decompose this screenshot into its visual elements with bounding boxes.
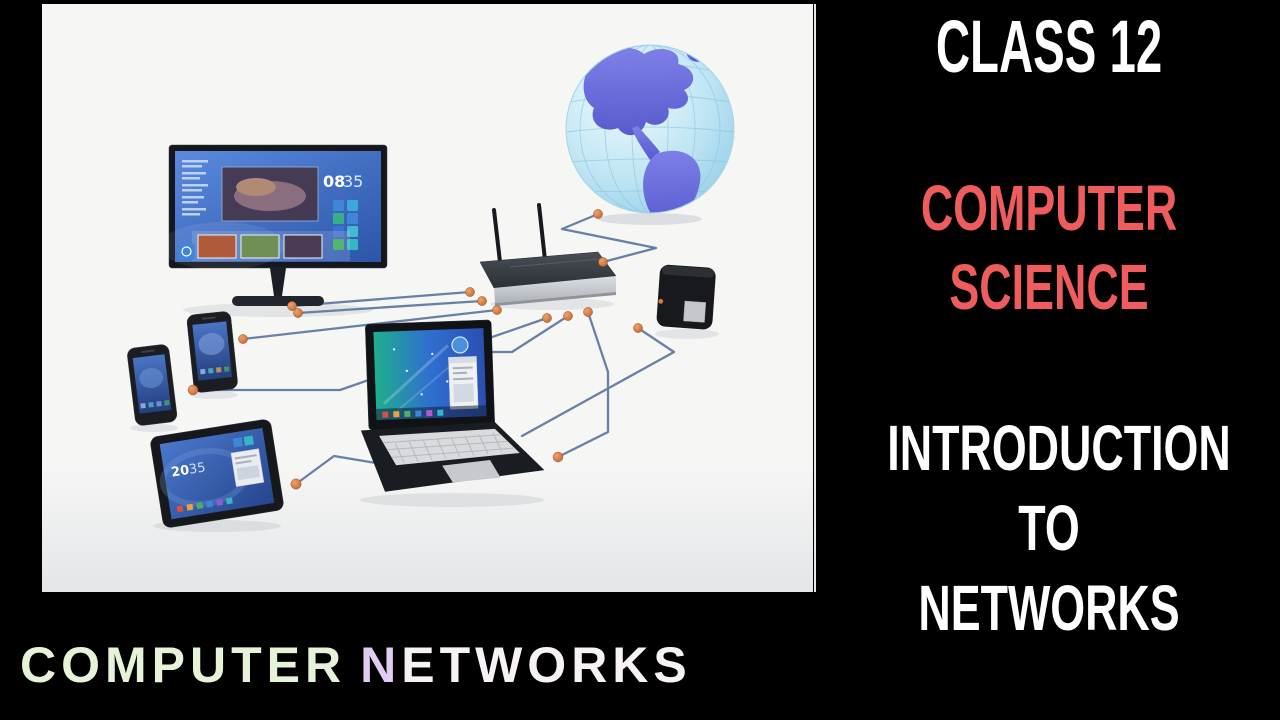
tv-clock-minutes: 35: [343, 172, 363, 191]
laptop-wallpaper-sparkles: [392, 348, 449, 396]
tablet-clock: 20 35: [170, 460, 206, 480]
tv-clock: 08 35: [323, 172, 363, 191]
tablet-window: [230, 448, 265, 487]
laptop-taskbar-icons: [382, 409, 444, 418]
subject-heading: COMPUTER SCIENCE: [818, 169, 1280, 327]
laptop-logo: [451, 336, 469, 354]
tablet-dock-icons: [176, 497, 233, 513]
tv-logo-badge: [178, 243, 195, 260]
globe-continents: [583, 45, 706, 213]
title-line-1: INTRODUCTION: [887, 412, 1231, 484]
tv-video-tile: [221, 166, 319, 222]
router-antenna: [537, 203, 547, 262]
class-heading-text: CLASS 12: [935, 5, 1163, 88]
tv-stand-neck: [270, 268, 286, 296]
external-drive: [656, 264, 716, 330]
title-line-2: TO: [1018, 492, 1080, 564]
smartphone: [186, 311, 238, 393]
title-line-3: NETWORKS: [918, 572, 1180, 644]
tv-thumbnail-strip: [178, 231, 350, 261]
tv-app-tiles: [333, 200, 358, 250]
laptop-touchpad: [442, 460, 501, 483]
channel-word-networks: NETWORKS: [360, 637, 692, 693]
router-antenna: [492, 208, 502, 264]
tablet-clock-hours: 20: [170, 463, 190, 481]
network-illustration: 08 35: [42, 4, 813, 592]
class-heading: CLASS 12: [818, 10, 1280, 84]
cable-connectors: [187, 209, 643, 490]
smart-tv: 08 35: [160, 144, 388, 306]
tv-menu-text: [182, 160, 208, 216]
subject-line-1: COMPUTER: [920, 172, 1178, 244]
video-title: INTRODUCTION TO NETWORKS: [818, 408, 1280, 648]
subject-line-2: SCIENCE: [949, 251, 1149, 323]
photo-edge-line: [814, 4, 816, 592]
title-panel: CLASS 12 COMPUTER SCIENCE INTRODUCTION T…: [818, 0, 1280, 720]
laptop-key-rows: [383, 432, 514, 464]
wifi-router: [479, 203, 617, 306]
tv-clock-hours: 08: [323, 172, 345, 191]
laptop: [360, 319, 545, 492]
tablet: 20 35: [150, 419, 284, 528]
drive-led: [658, 298, 664, 304]
laptop-wallpaper-streaks: [382, 344, 460, 415]
laptop-sidebar-window: [448, 356, 479, 410]
channel-word-computer: COMPUTER: [20, 637, 347, 693]
tv-stand-base: [232, 296, 324, 306]
tablet-clock-minutes: 35: [188, 460, 207, 477]
channel-word-networks-rest: ETWORKS: [401, 637, 692, 693]
channel-word-networks-initial: N: [360, 637, 402, 693]
smartphone-small: [127, 344, 178, 426]
network-illustration-panel: 08 35: [42, 4, 813, 592]
drive-label: [683, 300, 707, 323]
internet-globe: [565, 44, 735, 214]
